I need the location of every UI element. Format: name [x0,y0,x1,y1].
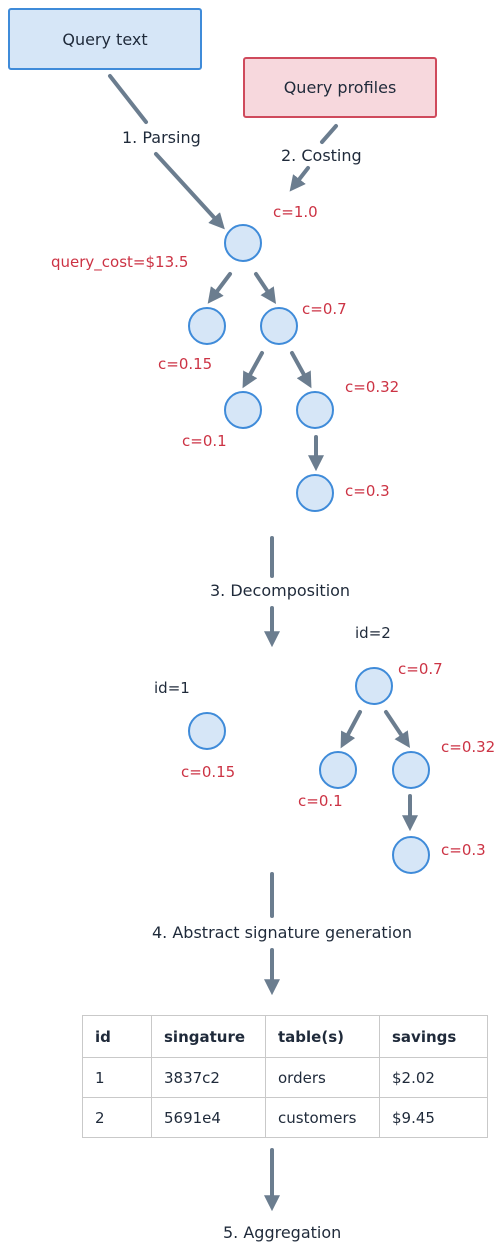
subtree-1-id-label: id=1 [154,679,190,697]
subtree-2-cost-label: c=0.7 [398,660,443,678]
subtree-2-node [319,751,357,789]
signature-table: id singature table(s) savings 1 3837c2 o… [82,1015,488,1138]
tree-node [188,307,226,345]
subtree-2-node [392,836,430,874]
cell-signature: 5691e4 [151,1097,266,1138]
cell-tables: orders [265,1057,380,1098]
step-decomposition-label: 3. Decomposition [210,581,351,600]
tree-node [296,391,334,429]
table-row: 1 3837c2 orders $2.02 [82,1057,488,1098]
cell-tables: customers [265,1097,380,1138]
node-cost-label: c=0.32 [345,378,400,396]
step-parsing-label: 1. Parsing [122,128,201,147]
step-signature-label: 4. Abstract signature generation [152,923,413,942]
query-text-box: Query text [8,8,202,70]
subtree-edge [384,710,410,748]
tree-edge [290,351,312,389]
tree-node-root [224,224,262,262]
subtree-1-cost-label: c=0.15 [181,763,236,781]
query-profiles-box: Query profiles [243,57,437,118]
tree-node [224,391,262,429]
tree-edge [207,272,232,304]
subtree-2-id-label: id=2 [355,624,391,642]
subtree-edge [340,710,362,749]
subtree-2-node [392,751,430,789]
cell-id: 1 [82,1057,152,1098]
node-cost-label: c=1.0 [273,203,318,221]
arrow-profiles-to-costing [320,124,338,144]
node-cost-label: c=0.15 [158,355,213,373]
subtree-1-node [188,712,226,750]
col-header-tables: table(s) [265,1015,380,1058]
arrow-parsing-to-root [154,152,225,230]
col-header-id: id [82,1015,152,1058]
node-cost-label: c=0.1 [182,432,227,450]
cell-savings: $2.02 [379,1057,488,1098]
node-cost-label: c=0.7 [302,300,347,318]
cell-id: 2 [82,1097,152,1138]
table-row: 2 5691e4 customers $9.45 [82,1097,488,1138]
col-header-signature: singature [151,1015,266,1058]
cell-signature: 3837c2 [151,1057,266,1098]
step-aggregation-label: 5. Aggregation [223,1223,342,1242]
tree-node [296,474,334,512]
cell-savings: $9.45 [379,1097,488,1138]
tree-edge [254,272,276,304]
step-costing-label: 2. Costing [281,146,362,165]
table-header-row: id singature table(s) savings [82,1015,488,1058]
tree-node [260,307,298,345]
subtree-2-cost-label: c=0.32 [441,738,496,756]
arrow-query-text-to-parsing [108,74,148,124]
subtree-2-cost-label: c=0.1 [298,792,343,810]
subtree-2-cost-label: c=0.3 [441,841,486,859]
arrow-costing-to-root [289,166,310,192]
query-cost-label: query_cost=$13.5 [51,253,189,271]
tree-edge [242,351,264,389]
node-cost-label: c=0.3 [345,482,390,500]
col-header-savings: savings [379,1015,488,1058]
subtree-2-node-root [355,667,393,705]
